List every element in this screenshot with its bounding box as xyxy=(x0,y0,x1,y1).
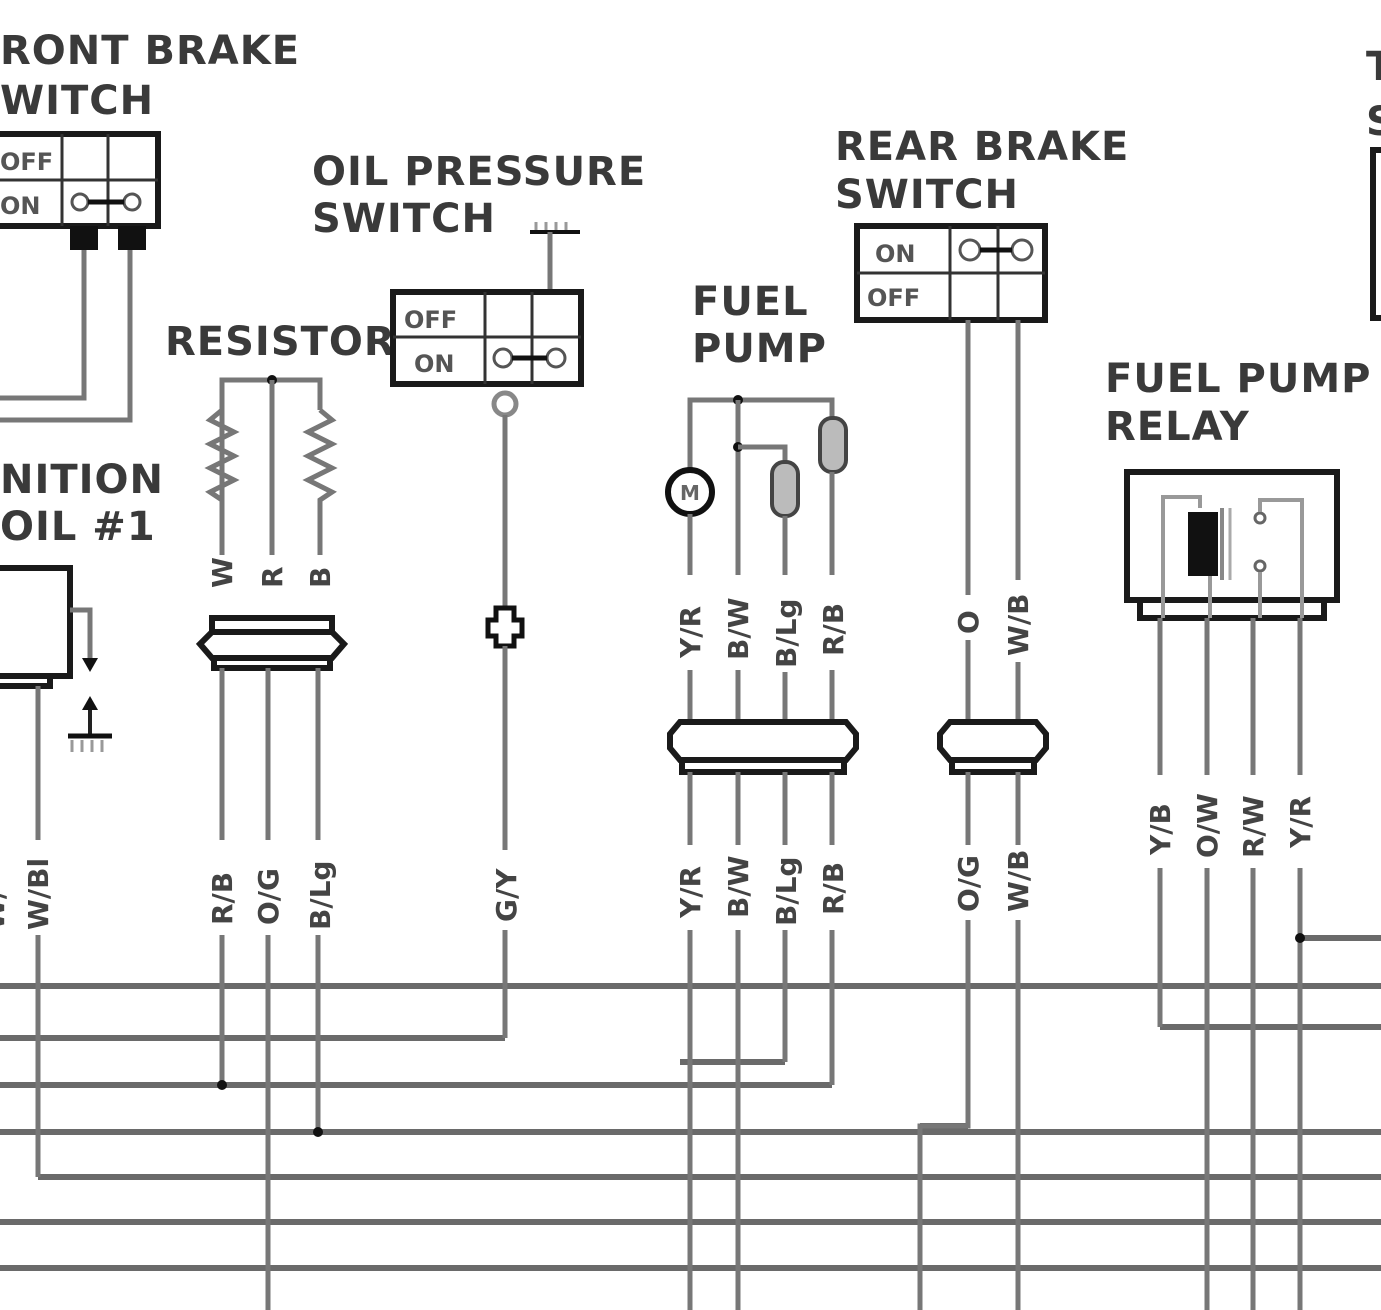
partial-right-title-2: S xyxy=(1366,99,1381,145)
rear-brake-switch: REAR BRAKE SWITCH ON OFF O W/B O/G W/B xyxy=(835,124,1129,1310)
wire-label-w-b: W/B xyxy=(1002,850,1035,912)
front-brake-switch-title-2: WITCH xyxy=(0,78,154,124)
fuel-pump-relay-base xyxy=(1137,597,1327,621)
fuel-pump-relay-title-2: RELAY xyxy=(1105,404,1250,450)
wire-label-y-r: Y/R xyxy=(674,606,707,659)
ignition-coil-title-2: OIL #1 xyxy=(0,504,156,550)
rear-brake-switch-title-2: SWITCH xyxy=(835,172,1019,218)
wire-label-b-lg: B/Lg xyxy=(304,861,337,930)
ignition-coil-base xyxy=(0,673,53,689)
relay-contact-icon xyxy=(1253,511,1267,525)
fuel-pump: FUEL PUMP M Y/R B/W B/Lg R/B Y/R B/W B/L… xyxy=(665,279,859,1310)
front-brake-switch-title-1: RONT BRAKE xyxy=(0,28,300,74)
wire-label-r: R xyxy=(256,566,289,588)
wire-label-b-lg: B/Lg xyxy=(770,857,803,926)
fuel-pump-relay: FUEL PUMP RELAY Y/B O/W R/W Y/R xyxy=(1105,356,1371,1310)
wire-label-g-y: G/Y xyxy=(490,868,523,922)
resistor-zigzag-icon xyxy=(204,408,240,555)
wire-label-y-r: Y/R xyxy=(1284,796,1317,849)
front-brake-on-label: ON xyxy=(0,192,41,220)
oil-pressure-switch-title-1: OIL PRESSURE xyxy=(312,149,646,195)
fuel-pump-relay-body xyxy=(1124,469,1340,603)
front-brake-off-label: OFF xyxy=(0,148,53,176)
wire-label-partial: W/ xyxy=(0,888,11,930)
contact-icon xyxy=(545,347,567,369)
contact-icon xyxy=(492,347,514,369)
coil-icon xyxy=(770,460,800,518)
motor-label: M xyxy=(680,481,700,505)
front-brake-switch: RONT BRAKE WITCH OFF ON xyxy=(0,28,300,423)
fuel-pump-title-1: FUEL xyxy=(692,279,809,325)
wire-label-b-lg: B/Lg xyxy=(770,599,803,668)
contact-icon xyxy=(1010,238,1034,262)
resistor-zigzag-icon xyxy=(302,408,338,555)
wire-label-b-w: B/W xyxy=(722,855,755,918)
terminal-icon xyxy=(491,390,519,418)
ignition-coil-title-1: NITION xyxy=(0,457,164,503)
wire-label-r-w: R/W xyxy=(1237,795,1270,858)
partial-right-title-1: T xyxy=(1366,44,1381,90)
resistor-title: RESISTOR xyxy=(165,319,396,365)
wire-label-o: O xyxy=(952,610,985,634)
rear-brake-connector xyxy=(937,719,1049,775)
contact-icon xyxy=(70,192,90,212)
wire-label-o-w: O/W xyxy=(1191,793,1224,858)
wire-label-b-w: B/W xyxy=(722,597,755,660)
terminal-icon xyxy=(118,226,146,250)
wire-label-r-b: R/B xyxy=(206,872,239,925)
fuel-pump-connector xyxy=(667,719,859,775)
ignition-coil-body xyxy=(0,565,73,679)
wire-label-y-b: Y/B xyxy=(1144,803,1177,856)
fuel-pump-title-2: PUMP xyxy=(692,326,827,372)
terminal-icon xyxy=(70,226,98,250)
oil-pressure-switch-title-2: SWITCH xyxy=(312,196,496,242)
resistor: RESISTOR W R B R/B O/G B/Lg xyxy=(165,319,396,1310)
relay-contact-icon xyxy=(1253,559,1267,573)
contact-icon xyxy=(122,192,142,212)
wire-label-w-b: W/B xyxy=(1002,594,1035,656)
contact-icon xyxy=(958,238,982,262)
relay-coil-icon xyxy=(1188,512,1218,576)
wire-label-r-b: R/B xyxy=(817,862,850,915)
bullet-connector-icon xyxy=(485,605,525,649)
wire-label-y-r: Y/R xyxy=(674,866,707,919)
wire-label-b: B xyxy=(304,567,337,588)
wire-label-w: W xyxy=(206,557,239,588)
partial-right-component: T S xyxy=(1366,44,1381,321)
wire-label-o-g: O/G xyxy=(252,868,285,925)
fuel-pump-relay-title-1: FUEL PUMP xyxy=(1105,356,1371,402)
rear-brake-off-label: OFF xyxy=(867,284,920,312)
coil-icon xyxy=(818,416,848,474)
rear-brake-switch-title-1: REAR BRAKE xyxy=(835,124,1129,170)
rear-brake-on-label: ON xyxy=(875,240,916,268)
wire-label-w-bl: W/Bl xyxy=(22,858,55,930)
resistor-connector xyxy=(195,615,349,671)
wire-label-o-g: O/G xyxy=(952,855,985,912)
wire-label-r-b: R/B xyxy=(817,603,850,656)
ignition-coil: NITION OIL #1 W/Bl W/ xyxy=(0,457,164,1177)
oil-switch-off-label: OFF xyxy=(404,306,457,334)
oil-switch-on-label: ON xyxy=(414,350,455,378)
oil-pressure-switch: OIL PRESSURE SWITCH OFF ON G/Y xyxy=(312,149,646,1038)
